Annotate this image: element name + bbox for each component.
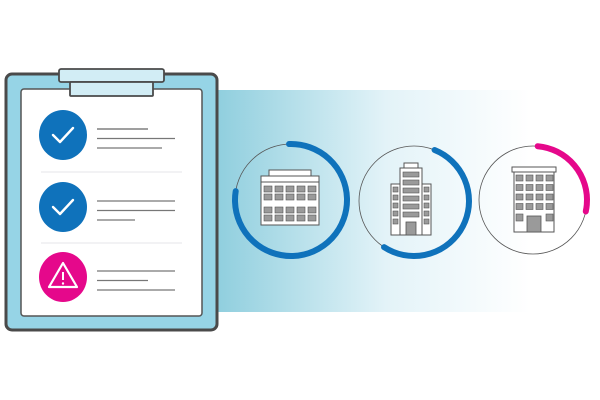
clipboard-clip — [58, 68, 165, 83]
check-icon — [51, 126, 75, 144]
tower-building-icon — [390, 162, 432, 236]
low-rise-building-icon — [260, 169, 320, 226]
warning-triangle-icon — [47, 261, 79, 289]
progress-arc — [232, 141, 350, 259]
building-progress-ring — [232, 141, 350, 259]
progress-arc — [356, 143, 472, 259]
checklist-item-complete — [39, 182, 175, 232]
building-progress-ring — [476, 143, 590, 257]
check-icon — [51, 198, 75, 216]
clipboard — [4, 68, 219, 332]
gradient-band — [210, 90, 530, 312]
apartment-building-icon — [511, 166, 557, 233]
status-badge — [39, 110, 87, 160]
progress-arc — [476, 143, 590, 257]
checklist-item-complete — [39, 110, 175, 160]
building-progress-ring — [356, 143, 472, 259]
checklist-item-warning — [39, 252, 175, 302]
status-badge — [39, 182, 87, 232]
